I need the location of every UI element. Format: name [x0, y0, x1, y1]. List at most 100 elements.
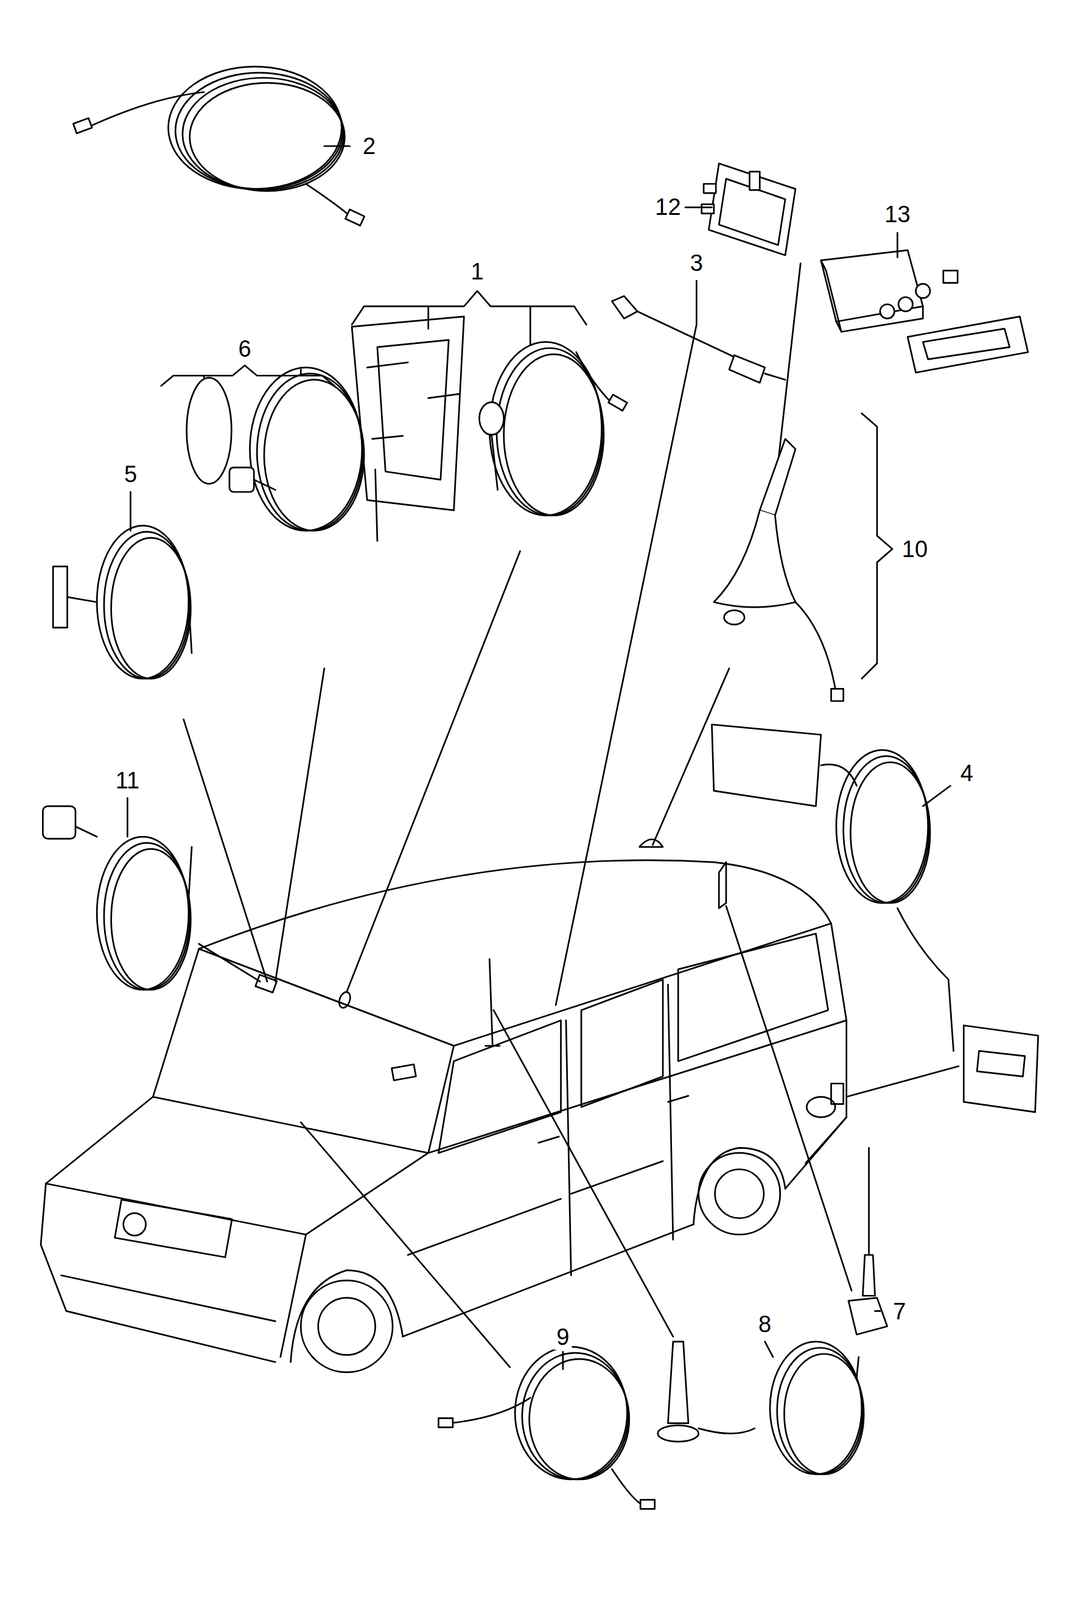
- whip-antenna: [862, 1254, 875, 1296]
- antenna-pad-set: [229, 467, 254, 492]
- van-body: [538, 1095, 689, 1143]
- bar-antenna: [67, 597, 98, 602]
- van-body: [123, 1213, 147, 1236]
- antenna-cable-coil: [182, 77, 344, 190]
- leader-line: [199, 943, 261, 982]
- amplifier-box: [703, 183, 716, 193]
- van-body: [407, 1160, 663, 1255]
- leader-line: [127, 146, 959, 1369]
- window-antenna: [367, 362, 459, 439]
- van-body: [485, 1044, 500, 1047]
- callout-number: 1: [468, 258, 487, 285]
- filter-box: [922, 328, 1010, 360]
- amplifier-box: [749, 171, 760, 190]
- leader-line: [275, 668, 324, 982]
- magnetic-antenna: [856, 1356, 859, 1378]
- leader-line: [346, 550, 521, 992]
- whip-antenna: [848, 1147, 888, 1335]
- plate-antenna: [897, 908, 954, 1052]
- group-bracket: [351, 290, 587, 325]
- antenna-pad-set: [253, 479, 276, 490]
- van-body: [300, 1280, 393, 1372]
- patch-antenna: [188, 846, 192, 898]
- van-body: [831, 1083, 844, 1105]
- adapter-cable: [611, 295, 786, 383]
- extension-cable: [640, 1499, 655, 1509]
- extension-cable: [448, 1397, 531, 1424]
- antenna-pad-set: [375, 469, 378, 541]
- callout-number: 2: [360, 133, 378, 159]
- van-body: [715, 1169, 764, 1218]
- adapter-cable: [611, 295, 638, 319]
- van-body: [290, 1269, 403, 1362]
- adapter-cable: [637, 311, 740, 360]
- van-body: [718, 861, 727, 908]
- bar-antenna: [111, 537, 192, 679]
- group-bracket: [428, 306, 531, 346]
- adapter-cable: [765, 373, 786, 380]
- leader-line: [652, 668, 730, 845]
- magnetic-antenna: [777, 1347, 864, 1475]
- window-antenna: [576, 351, 613, 403]
- patch-antenna: [42, 805, 76, 839]
- callout-number: 3: [687, 250, 706, 276]
- roof-antenna: [831, 688, 844, 701]
- antenna-cable-coil: [73, 118, 92, 134]
- leader-line: [129, 491, 132, 531]
- van-body: [61, 1275, 276, 1321]
- callout-number: 11: [113, 767, 142, 794]
- patch-antenna: [42, 805, 192, 990]
- group-bracket: [861, 413, 893, 679]
- filter-box: [821, 260, 842, 332]
- van-body: [40, 1096, 276, 1363]
- filter-box: [821, 250, 1029, 373]
- amplifier-box: [701, 163, 796, 256]
- window-antenna: [377, 339, 449, 480]
- whip-antenna: [848, 1297, 888, 1335]
- leader-line: [183, 719, 268, 982]
- plate-antenna: [976, 1050, 1026, 1077]
- filter-box: [916, 283, 931, 298]
- leader-line: [324, 145, 350, 148]
- plate-antenna: [821, 764, 858, 786]
- van-body: [438, 1020, 561, 1153]
- filter-box: [943, 270, 958, 283]
- filter-box: [907, 316, 1029, 373]
- antenna-pad-set: [249, 367, 362, 531]
- van-body: [318, 1297, 376, 1355]
- magnetic-antenna: [698, 1427, 755, 1433]
- window-antenna: [491, 434, 498, 490]
- filter-box: [898, 297, 913, 312]
- adapter-cable: [729, 354, 766, 383]
- patch-antenna: [111, 848, 192, 990]
- antenna-pad-set: [264, 379, 364, 531]
- leader-line: [685, 206, 713, 209]
- van-body: [152, 948, 454, 1153]
- callout-number: 6: [236, 335, 254, 362]
- window-antenna: [351, 316, 627, 516]
- leader-line: [562, 1351, 565, 1369]
- patch-antenna: [75, 826, 97, 837]
- roof-antenna: [713, 263, 844, 702]
- plate-antenna: [850, 762, 931, 903]
- van-body: [639, 839, 664, 848]
- bar-antenna: [188, 601, 192, 654]
- callout-number: 13: [881, 201, 913, 228]
- van-body: [678, 933, 828, 1061]
- callout-number: 9: [553, 1323, 572, 1350]
- bar-antenna: [52, 566, 67, 628]
- filter-box: [880, 304, 895, 319]
- leader-line: [126, 797, 129, 837]
- roof-antenna: [795, 601, 837, 694]
- magnetic-antenna: [657, 1424, 699, 1442]
- callout-number: 8: [755, 1311, 774, 1337]
- window-antenna: [503, 354, 604, 516]
- callout-number: 4: [958, 760, 976, 786]
- antenna-cable-coil: [189, 82, 346, 192]
- van-body: [566, 984, 674, 1276]
- extension-cable: [438, 1417, 453, 1427]
- van-body: [785, 1116, 847, 1189]
- roof-antenna: [759, 438, 796, 516]
